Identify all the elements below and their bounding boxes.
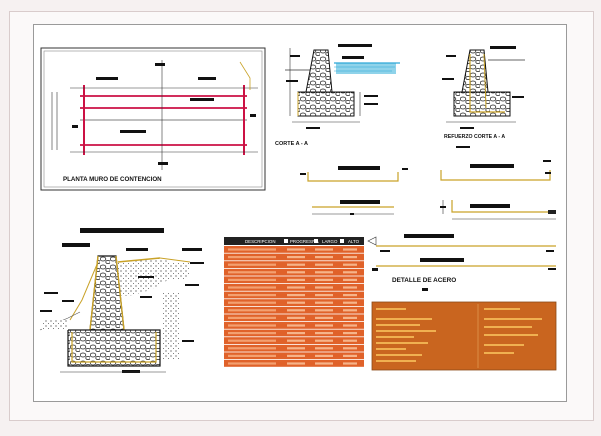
table-cell <box>287 347 305 350</box>
table-cell <box>228 362 276 365</box>
table-cell <box>228 332 276 335</box>
table-header-description: DESCRIPCION <box>245 239 276 244</box>
table-cell <box>228 286 276 289</box>
table-cell <box>315 339 333 342</box>
table-cell <box>343 347 357 350</box>
bar-details <box>300 160 556 220</box>
table-cell <box>343 286 357 289</box>
table-cell <box>228 347 276 350</box>
table-cell <box>343 301 357 304</box>
table-cell <box>343 248 357 251</box>
table-cell <box>315 309 333 312</box>
table-cell <box>228 324 276 327</box>
table-cell <box>228 294 276 297</box>
table-cell <box>315 256 333 259</box>
table-cell <box>228 354 276 357</box>
table-cell <box>343 263 357 266</box>
table-cell <box>287 301 305 304</box>
table-cell <box>287 256 305 259</box>
table-cell <box>343 256 357 259</box>
table-cell <box>228 256 276 259</box>
quantities-table: DESCRIPCION PROGRESIVA LARGO ALTO <box>224 237 364 367</box>
table-cell <box>315 347 333 350</box>
steel-detail: DETALLE DE ACERO <box>367 234 556 291</box>
table-cell <box>228 263 276 266</box>
retaining-wall-section <box>39 228 204 373</box>
plan-view: PLANTA MURO DE CONTENCION <box>40 47 266 191</box>
table-cell <box>287 354 305 357</box>
table-cell <box>287 339 305 342</box>
notes-panel <box>371 301 557 371</box>
table-cell <box>315 271 333 274</box>
table-cell <box>315 286 333 289</box>
table-cell <box>343 324 357 327</box>
table-cell <box>315 324 333 327</box>
table-cell <box>343 309 357 312</box>
table-cell <box>315 362 333 365</box>
plan-title: PLANTA MURO DE CONTENCION <box>63 176 162 183</box>
table-header-largo: LARGO <box>322 239 338 244</box>
section-view: CORTE A - A <box>275 44 400 147</box>
table-cell <box>287 362 305 365</box>
table-cell <box>287 332 305 335</box>
table-cell <box>315 278 333 281</box>
table-cell <box>287 286 305 289</box>
table-cell <box>315 263 333 266</box>
table-cell <box>315 294 333 297</box>
table-cell <box>228 248 276 251</box>
table-cell <box>287 271 305 274</box>
table-cell <box>315 332 333 335</box>
table-cell <box>287 248 305 251</box>
table-cell <box>343 332 357 335</box>
table-cell <box>343 354 357 357</box>
table-cell <box>228 339 276 342</box>
table-cell <box>228 271 276 274</box>
table-cell <box>228 309 276 312</box>
table-cell <box>228 278 276 281</box>
reinforcement-title: REFUERZO CORTE A - A <box>444 134 505 140</box>
table-header-progresiva: PROGRESIVA <box>290 239 319 244</box>
table-cell <box>287 278 305 281</box>
table-cell <box>343 294 357 297</box>
table-cell <box>287 263 305 266</box>
table-cell <box>343 316 357 319</box>
table-cell <box>343 362 357 365</box>
reinforcement-view: REFUERZO CORTE A - A <box>442 46 525 148</box>
table-cell <box>228 301 276 304</box>
table-header-alto: ALTO <box>348 239 360 244</box>
table-cell <box>343 278 357 281</box>
table-cell <box>315 248 333 251</box>
table-cell <box>315 354 333 357</box>
section-title: CORTE A - A <box>275 141 308 147</box>
steel-title: DETALLE DE ACERO <box>392 277 456 284</box>
table-cell <box>343 339 357 342</box>
table-cell <box>228 316 276 319</box>
table-cell <box>287 316 305 319</box>
table-cell <box>287 309 305 312</box>
table-cell <box>287 324 305 327</box>
table-cell <box>315 316 333 319</box>
table-cell <box>315 301 333 304</box>
table-cell <box>287 294 305 297</box>
table-cell <box>343 271 357 274</box>
